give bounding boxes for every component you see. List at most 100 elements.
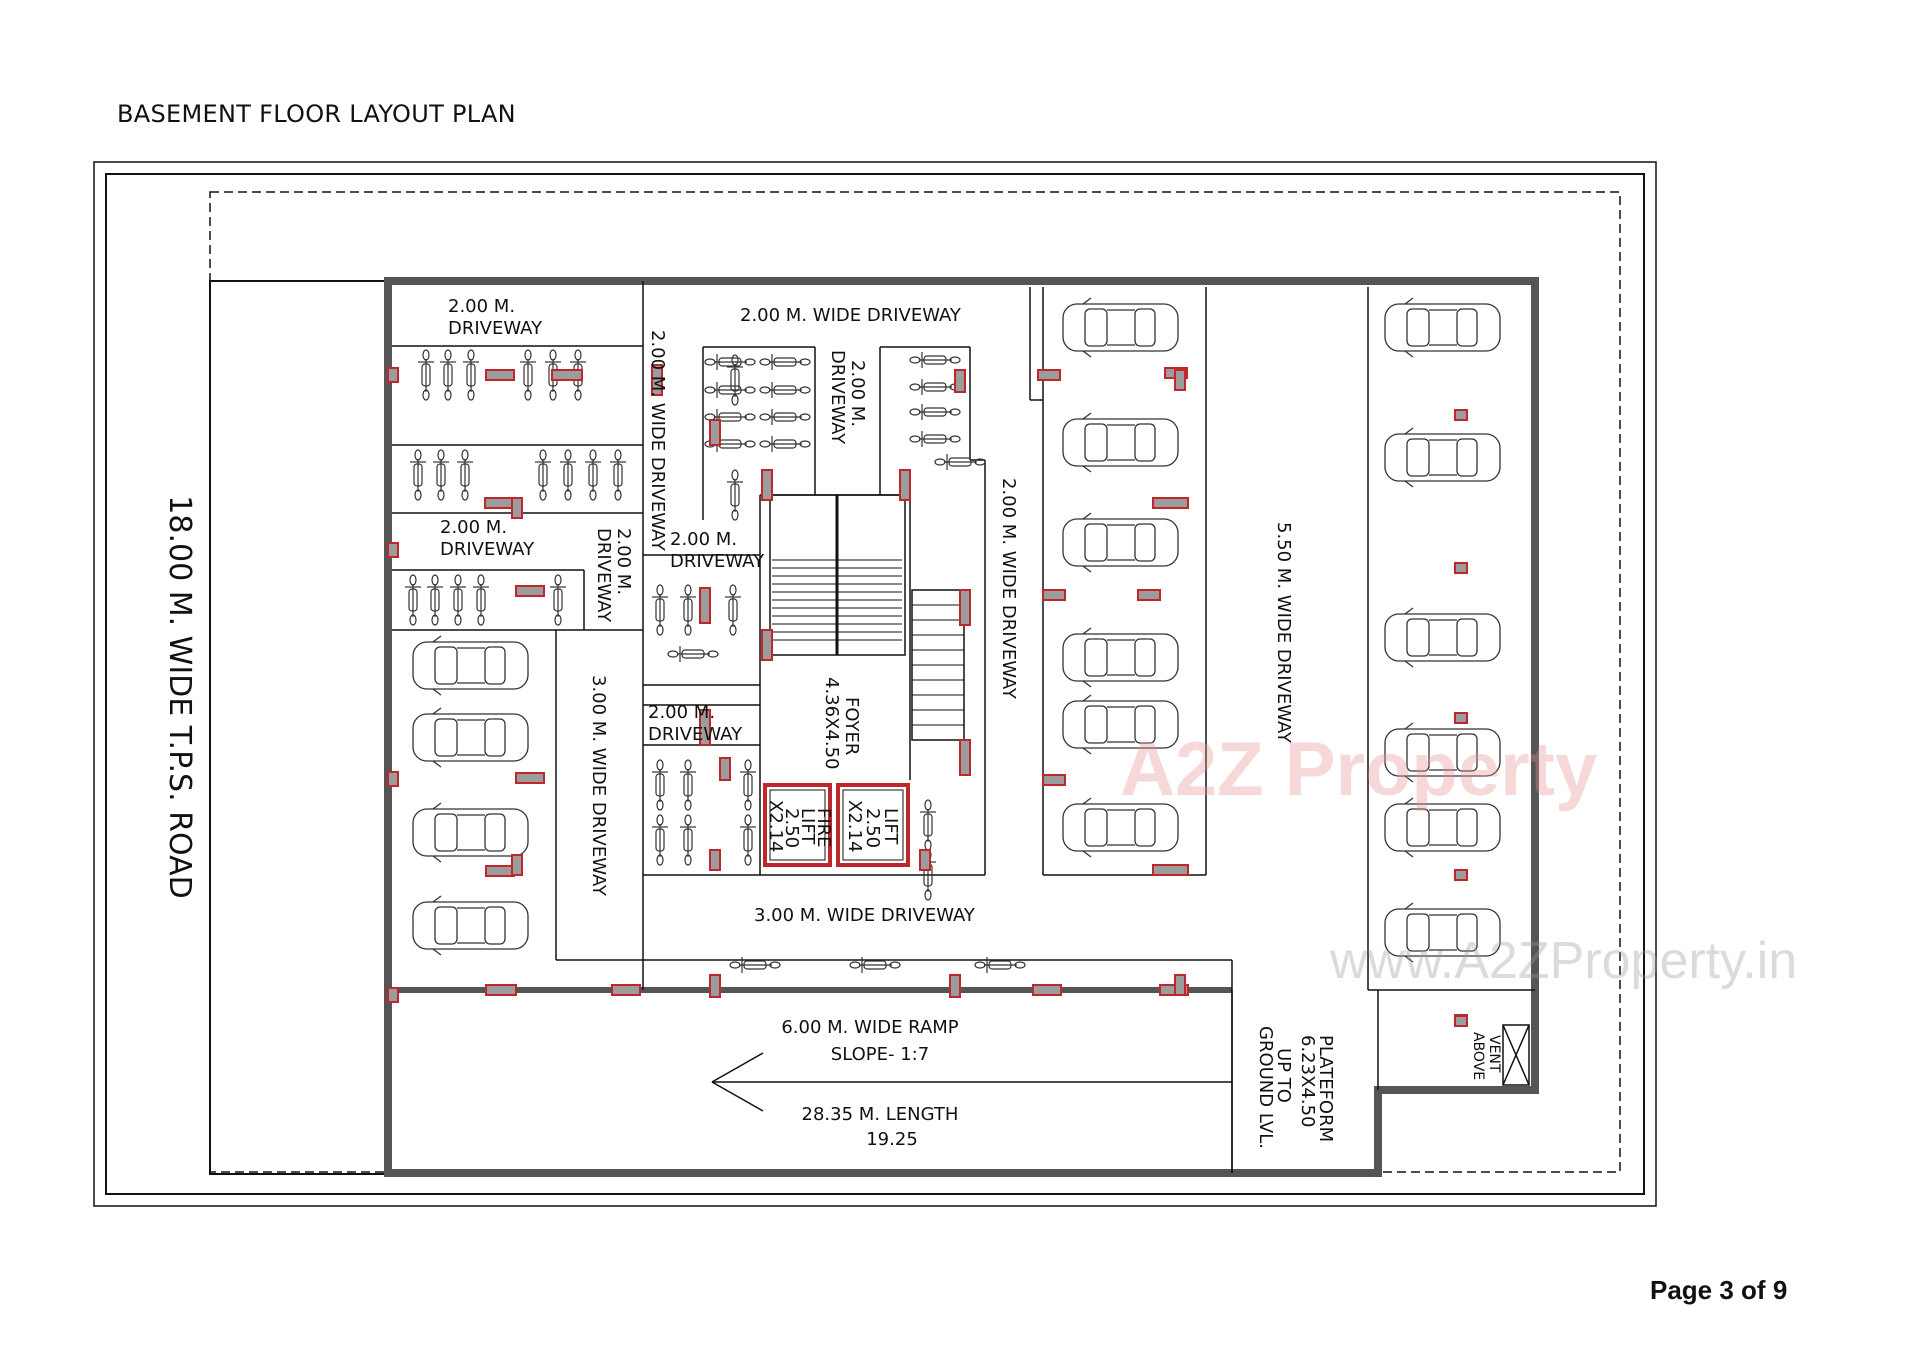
bike-symbol [759, 409, 811, 425]
bike-symbol [759, 354, 811, 370]
watermark-url: www.A2ZProperty.in [1329, 932, 1797, 990]
bike-symbol [934, 454, 986, 470]
column [709, 419, 721, 446]
bike-parking-group [405, 349, 1026, 973]
label-wide-driveway-550: 5.50 M. WIDE DRIVEWAY [1273, 522, 1294, 744]
bike-symbol [704, 354, 756, 370]
sheet-inner-frame [105, 173, 1645, 1195]
label-driveway-tl-2: DRIVEWAY [448, 318, 543, 339]
column [1037, 369, 1061, 381]
bike-symbol [560, 449, 576, 501]
bike-symbol [418, 349, 434, 401]
label-driveway-v-small-2: DRIVEWAY [827, 350, 848, 445]
label-wide-driveway-300-v: 3.00 M. WIDE DRIVEWAY [588, 675, 609, 897]
column [1454, 712, 1468, 724]
label-ramp-2: SLOPE- 1:7 [831, 1044, 929, 1065]
column [949, 974, 961, 998]
label-foyer-2: 4.36X4.50 [821, 677, 842, 770]
column [761, 629, 773, 661]
label-vent-1: VENT [1486, 1035, 1502, 1073]
column [387, 987, 399, 1003]
label-driveway-c-1: 2.00 M. [670, 529, 737, 550]
bike-symbol [727, 354, 743, 406]
bike-symbol [680, 814, 696, 866]
column [485, 984, 517, 996]
label-fire-lift-1: FIRE [813, 808, 834, 848]
bike-symbol [680, 759, 696, 811]
page-title: BASEMENT FLOOR LAYOUT PLAN [117, 100, 516, 128]
car-symbol [412, 707, 529, 768]
label-fire-lift-2: LIFT [797, 808, 818, 845]
column [515, 585, 545, 597]
column [387, 542, 399, 558]
car-symbol [1062, 694, 1179, 755]
car-symbol [1062, 797, 1179, 858]
label-lift-1: LIFT [880, 808, 901, 845]
label-platform-1: PLATEFORM [1315, 1035, 1336, 1142]
label-driveway-lc-2: DRIVEWAY [648, 724, 743, 745]
car-symbol [412, 802, 529, 863]
column [387, 367, 399, 383]
bike-symbol [652, 584, 668, 636]
column [959, 589, 971, 626]
column [485, 865, 515, 877]
column [761, 469, 773, 501]
label-driveway-v-left-2: DRIVEWAY [593, 528, 614, 623]
bike-symbol [652, 759, 668, 811]
column [1454, 869, 1468, 881]
label-platform-2: 6.23X4.50 [1297, 1035, 1318, 1128]
car-parking-group [412, 297, 1501, 963]
bike-symbol [909, 404, 961, 420]
car-symbol [1384, 427, 1501, 488]
page-number: Page 3 of 9 [1650, 1275, 1788, 1305]
car-symbol [412, 635, 529, 696]
road-label: 18.00 M. WIDE T.P.S. ROAD [162, 495, 197, 898]
bike-symbol [667, 646, 719, 662]
column [1042, 774, 1066, 786]
column [959, 739, 971, 776]
column [1152, 864, 1189, 876]
label-driveway-ml-1: 2.00 M. [440, 517, 507, 538]
label-driveway-lc-1: 2.00 M. [648, 702, 715, 723]
column [1454, 562, 1468, 574]
bike-symbol [909, 379, 961, 395]
car-symbol [1384, 902, 1501, 963]
label-wide-driveway-300-h: 3.00 M. WIDE DRIVEWAY [754, 905, 976, 926]
column [709, 974, 721, 998]
column [1032, 984, 1062, 996]
column [1454, 1015, 1468, 1027]
bike-symbol [433, 449, 449, 501]
column [1137, 589, 1161, 601]
car-symbol [1384, 297, 1501, 358]
bike-symbol [585, 449, 601, 501]
column [699, 709, 711, 746]
column [515, 772, 545, 784]
column [511, 497, 523, 519]
car-symbol [412, 895, 529, 956]
label-ramp-1: 6.00 M. WIDE RAMP [781, 1017, 958, 1038]
label-lift-2: 2.50 [862, 808, 883, 848]
label-driveway-v-left-1: 2.00 M. [613, 528, 634, 595]
label-wide-driveway-vertical-left: 2.00 M. WIDE DRIVEWAY [647, 330, 668, 552]
column [551, 369, 583, 381]
column [1174, 974, 1186, 996]
label-fire-lift-4: X2.14 [765, 800, 786, 852]
label-foyer-1: FOYER [841, 697, 862, 755]
ramp-arrow [711, 1052, 1232, 1112]
bike-symbol [463, 349, 479, 401]
label-driveway-v-small-1: 2.00 M. [847, 360, 868, 427]
bike-symbol [725, 584, 741, 636]
car-symbol [1062, 512, 1179, 573]
column [1152, 497, 1189, 509]
label-vent-2: ABOVE [1470, 1032, 1486, 1080]
bike-symbol [974, 957, 1026, 973]
label-driveway-ml-2: DRIVEWAY [440, 539, 535, 560]
column [485, 369, 515, 381]
label-driveway-tl-1: 2.00 M. [448, 296, 515, 317]
car-symbol [1062, 297, 1179, 358]
bike-symbol [427, 574, 443, 626]
lift-shafts [763, 783, 910, 867]
column [511, 854, 523, 876]
car-symbol [1062, 627, 1179, 688]
